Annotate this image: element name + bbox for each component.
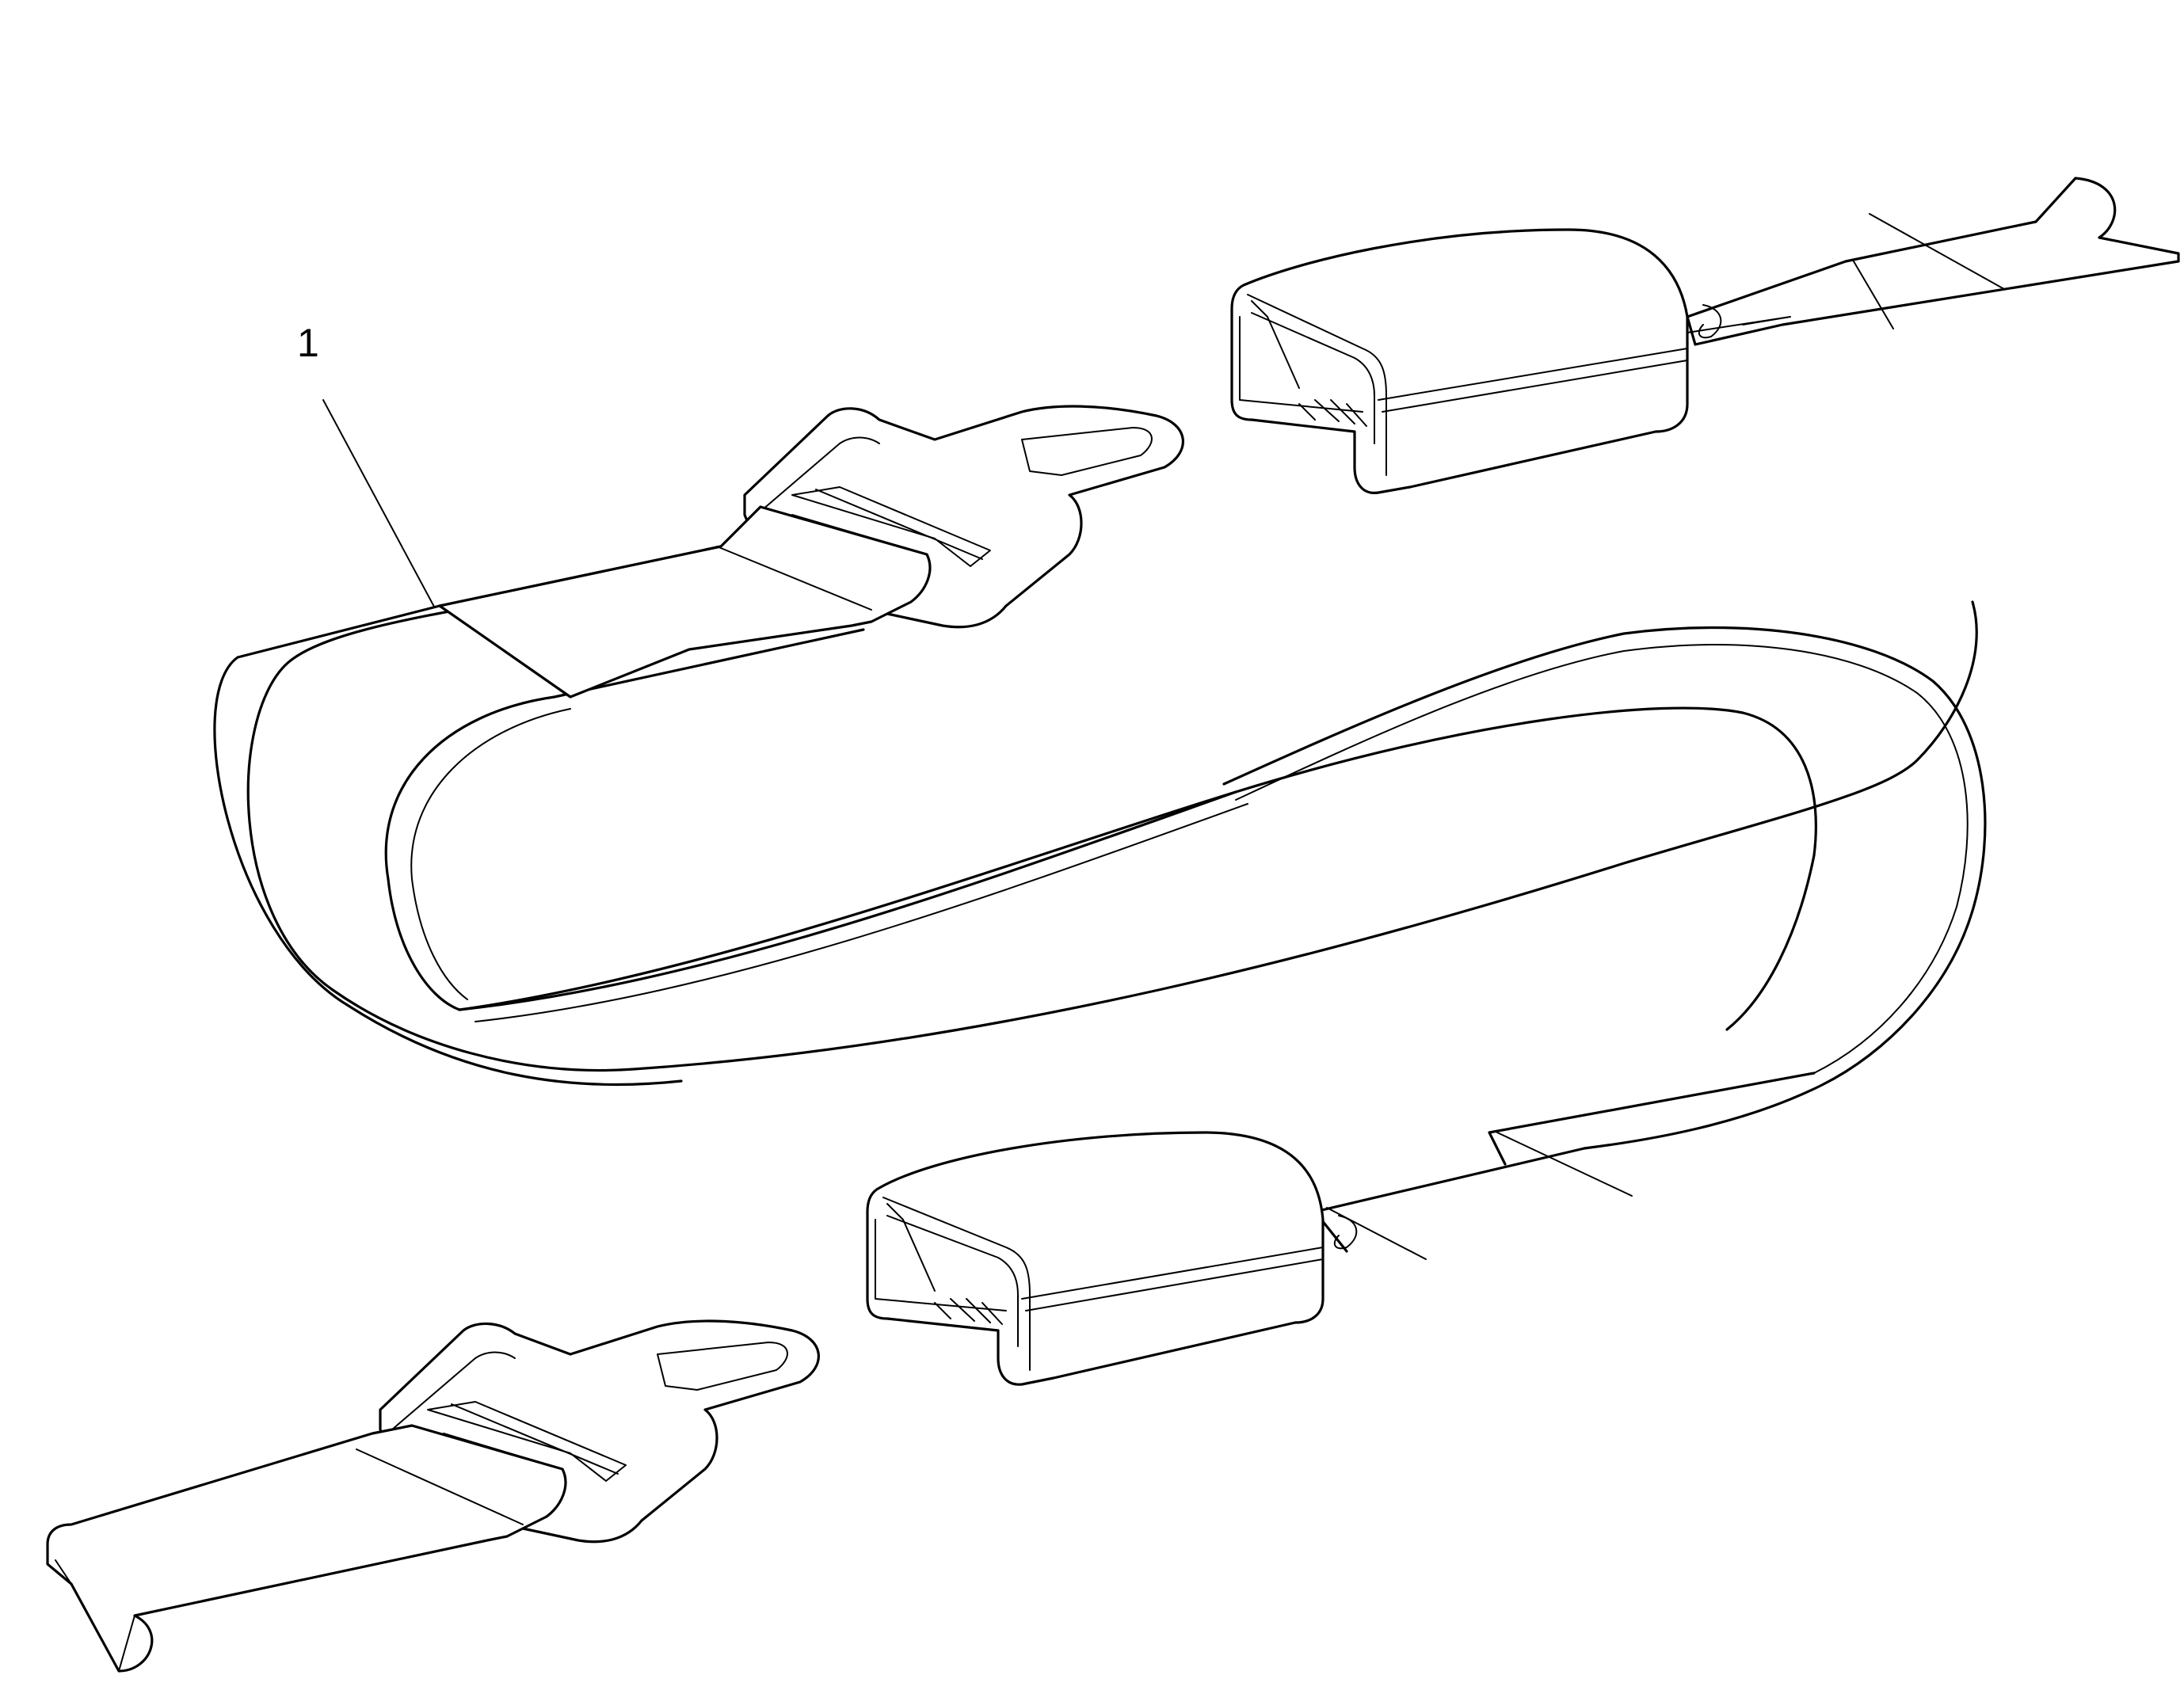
callout-1: 1 xyxy=(297,321,435,607)
lower-latch-plate xyxy=(46,1319,820,1673)
upper-buckle xyxy=(1230,177,2180,494)
callout-leader-line xyxy=(322,399,435,607)
lower-buckle xyxy=(866,1131,1427,1386)
callout-label-1: 1 xyxy=(297,321,319,365)
upper-latch-plate xyxy=(438,405,1184,699)
